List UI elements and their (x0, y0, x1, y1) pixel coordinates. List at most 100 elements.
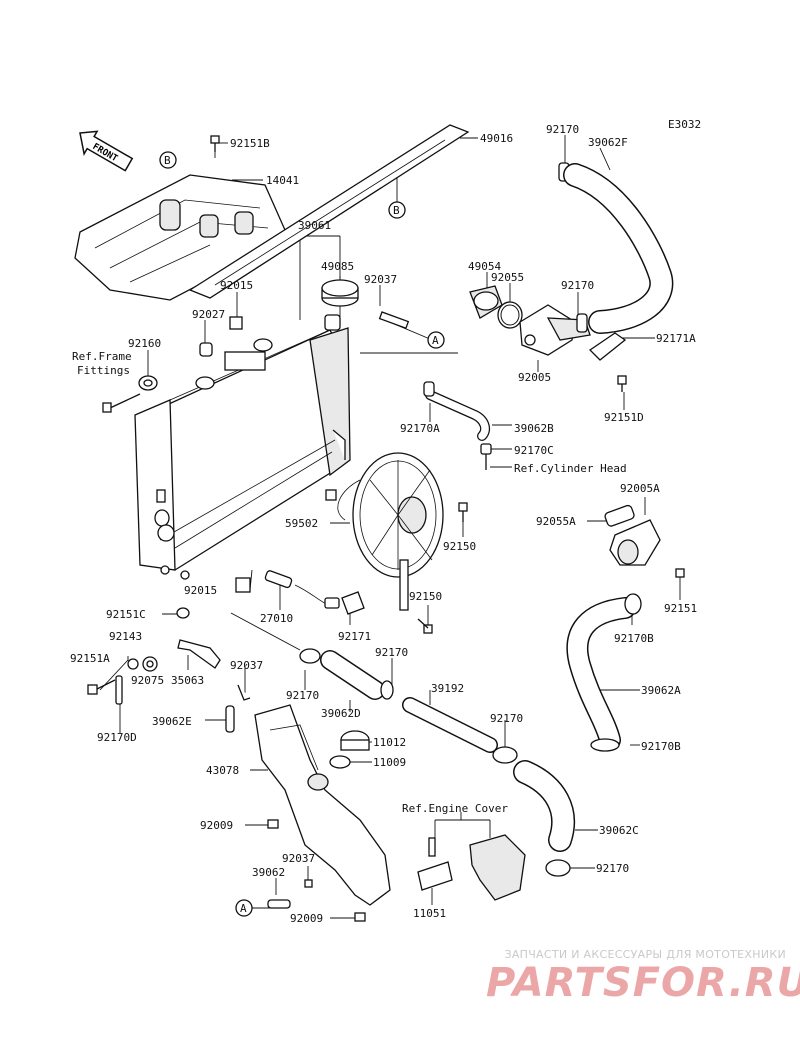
collar-92075 (142, 656, 158, 672)
label-92150-upper: 92150 (443, 540, 476, 553)
bracket-92015-top (229, 316, 243, 330)
bolt-92009-lower (354, 912, 366, 922)
bolt-frame-fittings (102, 393, 141, 413)
label-39062b: 39062B (514, 422, 554, 435)
hose-39062f-part (563, 163, 674, 334)
bracket-35063 (177, 639, 221, 669)
gasket-strip-part (188, 124, 470, 299)
svg-text:B: B (393, 204, 400, 217)
svg-text:A: A (432, 334, 439, 347)
label-11009: 11009 (373, 756, 406, 769)
label-14041: 14041 (266, 174, 299, 187)
label-92037-bottom: 92037 (282, 852, 315, 865)
clamp-92170-bottom (545, 859, 571, 877)
shroud-part (74, 174, 286, 301)
radiator-part (134, 314, 351, 580)
label-92150-lower: 92150 (409, 590, 442, 603)
clamp-92170-left (299, 648, 321, 664)
bolt-92151a (87, 679, 116, 695)
bolt-92009-upper (267, 819, 279, 829)
label-92005a: 92005A (620, 482, 660, 495)
label-92171a: 92171A (656, 332, 696, 345)
label-92170b-lower: 92170B (641, 740, 681, 753)
label-92160: 92160 (128, 337, 161, 350)
label-92075: 92075 (131, 674, 164, 687)
diagram-code: E3032 (668, 118, 701, 131)
bracket-92015-lower (235, 577, 251, 593)
label-92170-pipe: 92170 (490, 712, 523, 725)
bolt-92151c (176, 607, 190, 619)
label-92151: 92151 (664, 602, 697, 615)
washer-92143 (127, 658, 139, 670)
label-92170-top: 92170 (546, 123, 579, 136)
ref-frame-line1: Ref.Frame (72, 350, 132, 363)
labels: E3032 92151B 14041 49016 92170 39062F 39… (70, 118, 701, 925)
label-35063: 35063 (171, 674, 204, 687)
clip-92037 (378, 311, 410, 329)
grommet-92160 (138, 375, 158, 391)
label-59502: 59502 (285, 517, 318, 530)
ref-cylinder-head: Ref.Cylinder Head (514, 462, 627, 475)
label-92151b: 92151B (230, 137, 270, 150)
radiator-cap-part (321, 279, 359, 307)
label-39062c: 39062C (599, 824, 639, 837)
clamp-92170-pipe (492, 746, 518, 764)
label-92037-lower: 92037 (230, 659, 263, 672)
label-92151c: 92151C (106, 608, 146, 621)
fan-part (325, 452, 444, 611)
label-49085: 49085 (321, 260, 354, 273)
clamp-92170-thermo (576, 313, 588, 333)
strap-92170d (115, 675, 123, 705)
label-39062a: 39062A (641, 684, 681, 697)
label-39192: 39192 (431, 682, 464, 695)
ref-engine-cover: Ref.Engine Cover (402, 802, 508, 815)
callout-a-mid: A (427, 331, 445, 349)
label-11051: 11051 (413, 907, 446, 920)
pipe-39192-part (402, 697, 498, 753)
label-92143: 92143 (109, 630, 142, 643)
label-92170c: 92170C (514, 444, 554, 457)
label-92171: 92171 (338, 630, 371, 643)
clip-92037-lower (237, 684, 251, 701)
label-92015-lower: 92015 (184, 584, 217, 597)
label-92170-thermo: 92170 (561, 279, 594, 292)
label-92170-left: 92170 (286, 689, 319, 702)
label-92005: 92005 (518, 371, 551, 384)
label-43078: 43078 (206, 764, 239, 777)
label-39062e: 39062E (152, 715, 192, 728)
bolt-92150-lower (417, 618, 433, 634)
fan-switch-27010 (264, 570, 340, 609)
label-92170a: 92170A (400, 422, 440, 435)
clamp-92170-mid (380, 680, 394, 700)
label-92015-top: 92015 (220, 279, 253, 292)
clamp-92170b-upper (624, 593, 642, 615)
bolt-92151b (210, 135, 220, 152)
label-92027: 92027 (192, 308, 225, 321)
reserve-tank-part (254, 704, 391, 906)
label-92055a: 92055A (536, 515, 576, 528)
watermark-brand: PARTSFOR.RU (486, 960, 800, 1006)
callout-b-top: B (159, 151, 177, 169)
label-92151d: 92151D (604, 411, 644, 424)
label-92170d: 92170D (97, 731, 137, 744)
hose-39062d-part (320, 650, 385, 700)
bolt-92151d (617, 375, 627, 392)
collar-92027 (199, 342, 213, 357)
o-ring-92055 (497, 301, 523, 329)
clip-92037-bottom (304, 879, 313, 888)
hose-39062-bottom (267, 899, 291, 909)
label-92009-lower: 92009 (290, 912, 323, 925)
clamp-92170b-lower (590, 738, 620, 752)
label-92170-mid: 92170 (375, 646, 408, 659)
clamp-92170a (423, 381, 435, 397)
hose-39062b-part (425, 390, 491, 441)
front-arrow-icon: FRONT (79, 130, 134, 172)
label-92037: 92037 (364, 273, 397, 286)
bracket-11051 (417, 837, 453, 891)
svg-text:A: A (240, 902, 247, 915)
fitting-92170c (480, 443, 492, 470)
engine-cover-part (469, 834, 526, 901)
label-11012: 11012 (373, 736, 406, 749)
